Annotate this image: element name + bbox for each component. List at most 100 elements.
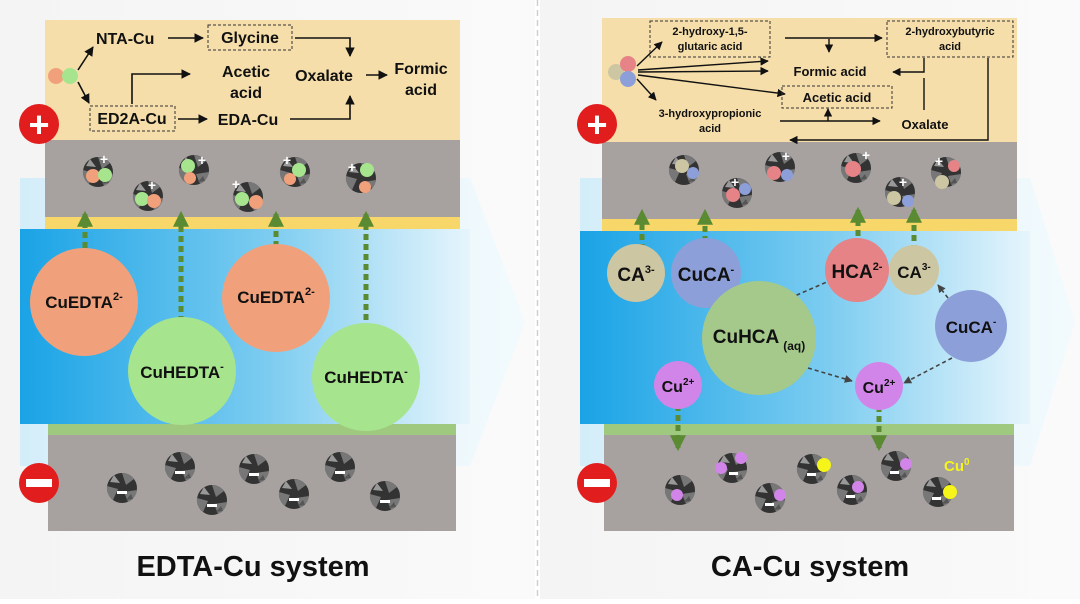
cathode-particle <box>922 477 957 507</box>
cu2-ion-2: Cu2+ <box>855 362 903 410</box>
svg-text:CuEDTA2-: CuEDTA2- <box>237 286 315 307</box>
svg-text:+: + <box>586 104 607 145</box>
cathode-particle <box>880 451 912 481</box>
left-anode-particles: + + + + + + <box>82 151 376 212</box>
cathode-particle <box>278 479 309 509</box>
anode-particle: + <box>764 148 795 182</box>
svg-text:CuHCA(aq): CuHCA(aq) <box>713 327 806 353</box>
right-system: + 2-hydroxy-1,5- glutaric acid 2-hydroxy… <box>577 18 1075 583</box>
left-anode-sign: + <box>19 104 59 145</box>
acetic-label-2: acid <box>230 85 262 102</box>
glycine-label: Glycine <box>221 30 279 47</box>
svg-text:+: + <box>28 104 49 145</box>
left-system: + NTA-Cu Glycine ED2A-Cu Acetic acid EDA… <box>19 20 525 583</box>
cu-edta-dot-orange <box>48 68 64 84</box>
anode-particle: + <box>82 151 113 187</box>
left-title: EDTA-Cu system <box>136 551 369 583</box>
svg-text:CA3-: CA3- <box>617 264 655 286</box>
right-anode-sign: + <box>577 104 617 145</box>
svg-text:+: + <box>782 148 790 164</box>
left-degradation-pathway: NTA-Cu Glycine ED2A-Cu Acetic acid EDA-C… <box>48 24 448 132</box>
right-title: CA-Cu system <box>711 551 909 583</box>
svg-text:+: + <box>899 174 907 190</box>
ed2a-cu-box <box>89 105 176 132</box>
anode-particle: + <box>884 174 915 207</box>
left-cathode-particles <box>106 452 400 515</box>
svg-text:Cu2+: Cu2+ <box>863 378 896 397</box>
svg-text:CuHEDTA-: CuHEDTA- <box>140 361 224 382</box>
anode-particle: + <box>132 177 163 211</box>
anode-particle: + <box>721 174 752 208</box>
cuedta-complex-1: CuEDTA2- <box>30 248 138 356</box>
cuhca-complex: CuHCA(aq) <box>702 281 816 395</box>
right-anode-interface <box>602 219 1017 231</box>
svg-text:+: + <box>148 177 156 193</box>
hga-label-1: 2-hydroxy-1,5- <box>672 26 748 38</box>
ed2a-cu-label: ED2A-Cu <box>97 111 166 128</box>
nta-cu-label: NTA-Cu <box>96 31 154 48</box>
cathode-particle <box>754 483 786 513</box>
svg-text:+: + <box>198 152 206 168</box>
hga-label-2: glutaric acid <box>678 41 743 53</box>
cathode-particle <box>836 475 867 505</box>
svg-text:CuCA-: CuCA- <box>946 317 997 337</box>
cuca-complex-1: CuCA- <box>671 238 741 308</box>
left-anode-interface <box>45 217 460 229</box>
acetic-acid-label: Acetic acid <box>803 90 872 105</box>
cathode-particle <box>715 452 747 483</box>
eda-cu-label: EDA-Cu <box>218 112 278 129</box>
cathode-particle <box>238 454 269 484</box>
cuedta-complex-2: CuEDTA2- <box>222 244 330 352</box>
svg-text:+: + <box>862 147 870 163</box>
right-speciation-arrows <box>789 277 953 384</box>
svg-text:CuEDTA2-: CuEDTA2- <box>45 291 123 312</box>
cathode-particle <box>796 454 831 484</box>
svg-text:CuHEDTA-: CuHEDTA- <box>324 366 408 387</box>
glycine-box <box>207 24 293 51</box>
right-anode-particles: + + + + + <box>668 147 961 208</box>
cathode-particle <box>106 473 137 503</box>
cu0-label: Cu0 <box>944 457 970 475</box>
right-degradation-pathway: 2-hydroxy-1,5- glutaric acid 2-hydroxybu… <box>608 20 1014 145</box>
oxalate-label: Oxalate <box>295 68 353 85</box>
svg-text:+: + <box>232 176 240 192</box>
anode-particle: + <box>232 176 263 212</box>
hca-ion: HCA2- <box>825 238 889 302</box>
svg-text:+: + <box>283 152 291 168</box>
formic-label-2: acid <box>405 82 437 99</box>
svg-text:+: + <box>100 151 108 167</box>
ca-ion-1: CA3- <box>607 244 665 302</box>
left-cathode-sign <box>19 463 59 503</box>
anode-particle: + <box>840 147 871 183</box>
hba-label-1: 2-hydroxybutyric <box>905 26 994 38</box>
ca-ion-2: CA3- <box>889 245 939 295</box>
cathode-particle <box>664 475 695 505</box>
left-anode-reaction-zone <box>45 20 460 140</box>
cathode-particle <box>196 485 227 515</box>
svg-text:Cu2+: Cu2+ <box>662 377 695 396</box>
svg-text:+: + <box>348 159 356 175</box>
formic-acid-label: Formic acid <box>794 64 867 79</box>
anode-particle: + <box>279 152 310 187</box>
cuhedta-complex-1: CuHEDTA- <box>128 317 236 425</box>
left-cathode-interface <box>48 424 456 435</box>
oxalate-label: Oxalate <box>902 117 949 132</box>
anode-particle: + <box>930 153 961 189</box>
right-cathode-particles <box>664 451 957 513</box>
cathode-particle <box>324 452 355 482</box>
anode-particle: + <box>178 152 209 185</box>
cathode-particle <box>164 452 195 482</box>
hpa-label-1: 3-hydroxypropionic <box>659 108 762 120</box>
cu2-ion-1: Cu2+ <box>654 361 702 409</box>
svg-text:+: + <box>935 153 943 169</box>
cuhedta-complex-2: CuHEDTA- <box>312 323 420 431</box>
formic-label-1: Formic <box>394 61 447 78</box>
svg-text:CuCA-: CuCA- <box>678 264 735 286</box>
cu-edta-dot-green <box>62 68 78 84</box>
anode-particle <box>668 155 699 185</box>
svg-text:HCA2-: HCA2- <box>832 261 883 283</box>
svg-text:CA3-: CA3- <box>897 262 930 282</box>
cathode-particle <box>369 481 400 511</box>
